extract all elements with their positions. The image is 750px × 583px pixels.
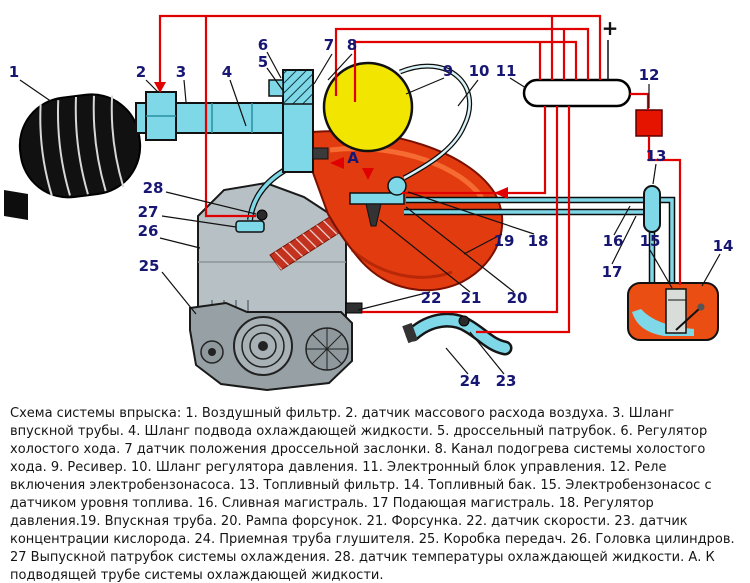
caption: Схема системы впрыска: 1. Воздушный филь… xyxy=(10,406,735,583)
receiver xyxy=(322,61,414,153)
arrow-into-maf xyxy=(154,82,166,93)
injector xyxy=(365,203,382,227)
air-filter xyxy=(4,93,142,220)
throttle-position-sensor xyxy=(312,147,329,160)
pressure-regulator-hose xyxy=(399,63,472,181)
speed-sensor xyxy=(345,302,363,314)
fuel-lines xyxy=(404,196,676,284)
flow-arrows xyxy=(154,82,508,199)
fuel-pressure-regulator xyxy=(387,176,407,196)
fuel-level-float-arm xyxy=(675,307,701,331)
fuel-filter xyxy=(643,185,661,233)
fuel-tank xyxy=(627,282,719,341)
fuel-pump-relay xyxy=(635,109,663,137)
coolant-outlet-pipe xyxy=(235,220,265,233)
arrow-left-wire xyxy=(494,187,508,199)
fuel-pump xyxy=(665,288,687,334)
maf-sensor xyxy=(145,91,177,141)
oxygen-sensor xyxy=(458,315,470,327)
coolant-temp-sensor xyxy=(256,209,268,221)
wiring-harness xyxy=(158,14,682,334)
arrow-near-a xyxy=(330,157,344,169)
diagram-svg xyxy=(4,14,721,392)
pointer-lines xyxy=(19,51,721,375)
ecu xyxy=(522,78,632,108)
exhaust-pipe xyxy=(402,312,513,356)
arrow-into-manifold xyxy=(362,168,374,180)
gearbox xyxy=(189,301,353,392)
throttle-body xyxy=(268,69,329,173)
